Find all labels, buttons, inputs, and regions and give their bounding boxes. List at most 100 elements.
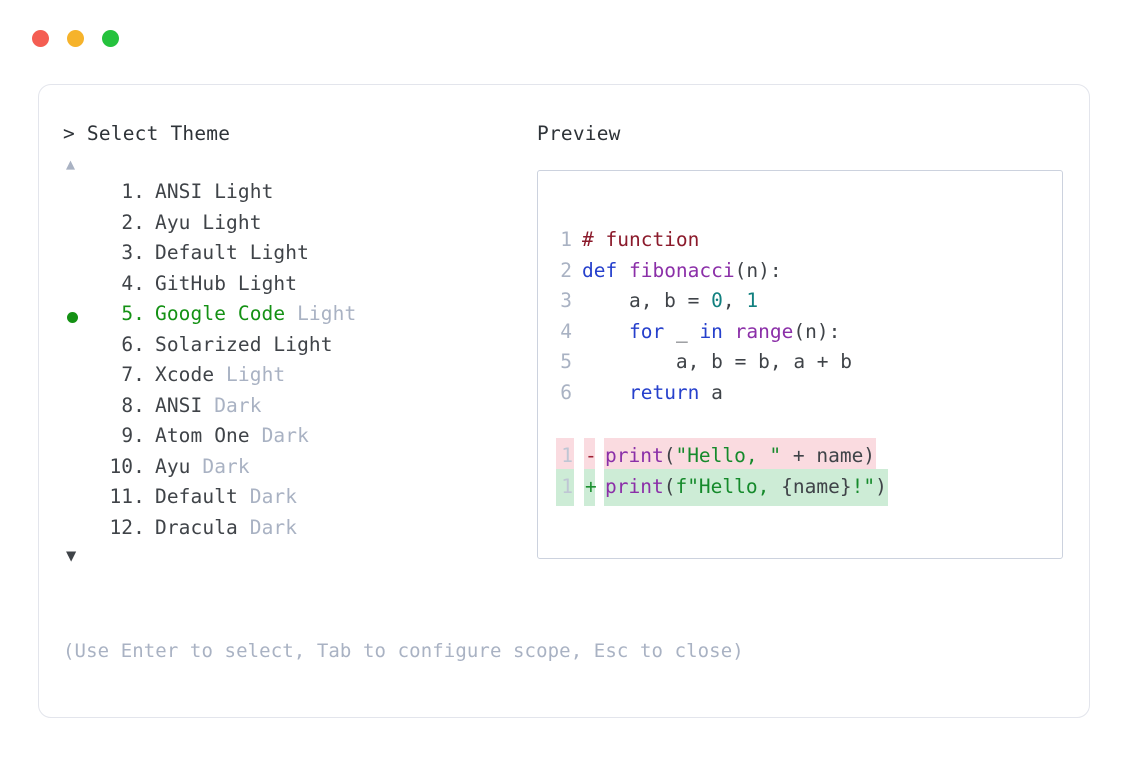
minimize-dot[interactable] bbox=[67, 30, 84, 47]
line-number: 5 bbox=[560, 350, 572, 373]
code-token bbox=[723, 320, 735, 343]
code-line: 3 a, b = 0, 1 bbox=[556, 286, 1062, 317]
theme-item-name: Dracula bbox=[155, 515, 238, 539]
diff-line-plus: 1 +print(f"Hello, {name}!") bbox=[556, 468, 1062, 506]
code-token: return bbox=[628, 380, 700, 404]
line-number: 1 bbox=[560, 228, 572, 251]
theme-list-item[interactable]: 2.Ayu Light bbox=[63, 211, 533, 242]
scroll-up-icon[interactable]: ▲ bbox=[66, 155, 76, 173]
code-spacer bbox=[556, 408, 1062, 438]
theme-item-variant: Light bbox=[202, 180, 274, 203]
diff-line-minus: 1-print("Hello, " + name) bbox=[556, 438, 1062, 476]
theme-list-item[interactable]: 6. Solarized Light bbox=[63, 333, 533, 364]
diff-line-number: 1 bbox=[556, 468, 574, 506]
line-number: 6 bbox=[560, 380, 572, 404]
theme-item-number: 9. bbox=[121, 424, 145, 447]
theme-item-number: 7. bbox=[121, 363, 145, 386]
diff-marker: + bbox=[584, 468, 597, 506]
code-line: 1 # function bbox=[556, 225, 1062, 256]
theme-item-number: 10. bbox=[109, 454, 145, 478]
theme-item-variant: Light bbox=[237, 241, 309, 264]
code-token: _ bbox=[664, 319, 700, 343]
window-traffic-lights bbox=[32, 30, 119, 47]
selected-bullet-icon bbox=[67, 311, 78, 323]
maximize-dot[interactable] bbox=[102, 30, 119, 47]
code-token: a, b = bbox=[582, 289, 712, 312]
theme-list-item[interactable]: 8.ANSI Dark bbox=[63, 394, 533, 425]
code-token: a bbox=[699, 380, 723, 404]
code-text: for _ in range(n): bbox=[582, 317, 840, 348]
code-token: "Hello, " bbox=[675, 444, 782, 467]
theme-item-name: Default bbox=[155, 485, 238, 508]
theme-list-item[interactable]: 1.ANSI Light bbox=[63, 180, 533, 211]
code-token: for bbox=[628, 319, 665, 343]
code-token bbox=[582, 320, 629, 343]
theme-item-variant: Light bbox=[214, 363, 286, 386]
theme-item-name: Google Code bbox=[155, 302, 286, 325]
theme-list-item[interactable]: 7. Xcode Light bbox=[63, 363, 533, 394]
theme-list-item[interactable]: 11.Default Dark bbox=[63, 485, 533, 516]
code-token: a, b = b, a + b bbox=[582, 350, 853, 373]
theme-item-variant: Dark bbox=[249, 424, 309, 447]
theme-item-number: 12. bbox=[109, 515, 145, 539]
code-text: a, b = b, a + b bbox=[582, 347, 852, 378]
scroll-down-icon[interactable]: ▼ bbox=[66, 546, 77, 566]
theme-item-name: Default bbox=[155, 241, 238, 264]
code-token: (n): bbox=[734, 258, 782, 282]
theme-item-name: ANSI bbox=[155, 393, 203, 417]
theme-list-item[interactable]: 12. Dracula Dark bbox=[63, 516, 533, 547]
theme-item-number: 3. bbox=[121, 241, 145, 264]
code-token: print bbox=[605, 474, 664, 498]
code-token: !" bbox=[851, 474, 876, 498]
theme-list-item[interactable]: 10. Ayu Dark bbox=[63, 455, 533, 486]
code-text: return a bbox=[582, 378, 723, 409]
line-number: 4 bbox=[560, 319, 572, 343]
preview-label: Preview bbox=[537, 122, 621, 145]
theme-list-item[interactable]: 4.GitHub Light bbox=[63, 272, 533, 303]
diff-marker: - bbox=[584, 438, 597, 476]
theme-item-number: 4. bbox=[121, 271, 145, 295]
keyboard-hint: (Use Enter to select, Tab to configure s… bbox=[63, 640, 744, 662]
theme-item-name: Atom One bbox=[155, 424, 250, 447]
code-token: 0 bbox=[711, 289, 723, 312]
theme-item-variant: Dark bbox=[237, 485, 298, 508]
theme-item-number: 8. bbox=[121, 393, 145, 417]
diff-code-text: print(f"Hello, {name}!") bbox=[604, 468, 888, 506]
code-token: ( bbox=[663, 474, 676, 498]
theme-item-name: GitHub bbox=[155, 271, 227, 295]
theme-item-variant: Light bbox=[190, 210, 262, 234]
theme-list-item[interactable]: 9. Atom One Dark bbox=[63, 424, 533, 455]
theme-list-item[interactable]: 3. Default Light bbox=[63, 241, 533, 272]
close-dot[interactable] bbox=[32, 30, 49, 47]
theme-list-item[interactable]: 5.Google Code Light bbox=[63, 302, 533, 333]
code-token: # function bbox=[582, 228, 700, 251]
code-line: 6 return a bbox=[556, 378, 1062, 409]
code-token: + name) bbox=[781, 444, 876, 467]
theme-item-variant: Light bbox=[261, 332, 333, 356]
code-token: (n): bbox=[793, 319, 841, 343]
theme-item-name: Solarized bbox=[155, 332, 262, 356]
code-token: ) bbox=[875, 474, 887, 498]
theme-item-number: 6. bbox=[121, 332, 145, 356]
theme-item-variant: Dark bbox=[190, 454, 250, 478]
theme-item-number: 5. bbox=[121, 302, 145, 325]
theme-item-name: Ayu bbox=[155, 454, 191, 478]
code-text: def fibonacci(n): bbox=[582, 256, 782, 287]
theme-item-number: 1. bbox=[121, 180, 145, 203]
code-token: ( bbox=[663, 444, 676, 467]
diff-line-number: 1 bbox=[556, 438, 574, 476]
code-token: 1 bbox=[746, 289, 759, 312]
code-text: a, b = 0, 1 bbox=[582, 286, 758, 317]
code-token: {name} bbox=[781, 474, 852, 498]
code-text: # function bbox=[582, 225, 699, 256]
code-token: in bbox=[699, 319, 723, 343]
theme-item-variant: Dark bbox=[237, 515, 298, 539]
theme-item-name: Xcode bbox=[155, 363, 215, 386]
selection-bullet-cell bbox=[63, 311, 99, 323]
